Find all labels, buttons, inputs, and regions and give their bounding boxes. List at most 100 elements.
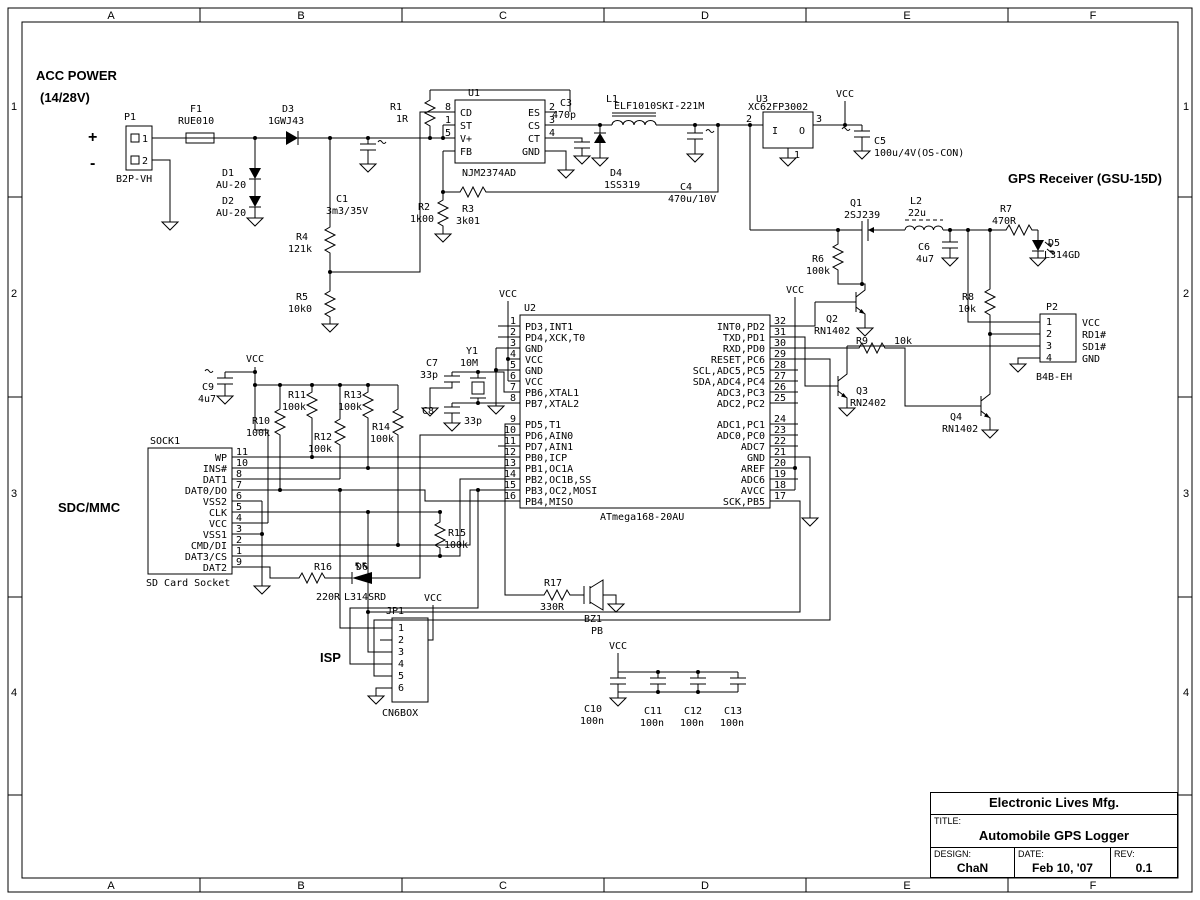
pin-number: 5 [398, 671, 404, 682]
pin-name: DAT2 [203, 563, 227, 574]
ground-icon [557, 169, 575, 179]
r5-resistor [324, 286, 336, 322]
pin-name: PD7,AIN1 [525, 442, 573, 453]
label: L314SRD [344, 592, 386, 603]
ground-icon [246, 217, 264, 227]
pin-name: PD5,T1 [525, 420, 561, 431]
pin-name: VSS1 [203, 530, 227, 541]
ref-r7: R7 [1000, 204, 1012, 215]
label: 100k [282, 402, 306, 413]
pin-number: 5 [236, 502, 242, 513]
ground-icon [573, 155, 591, 165]
frame-ticks [8, 8, 1192, 892]
label: 100n [580, 716, 604, 727]
label: RUE010 [178, 116, 214, 127]
date-value: Feb 10, '07 [1032, 861, 1093, 875]
date-cell: DATE: Feb 10, '07 [1015, 848, 1111, 877]
gps-receiver-label: GPS Receiver (GSU-15D) [1008, 171, 1162, 186]
title-bottom-row: DESIGN: ChaN DATE: Feb 10, '07 REV: 0.1 [931, 848, 1177, 877]
ref-c4: C4 [680, 182, 692, 193]
grid-letter: A [107, 880, 115, 892]
pin-number: 9 [510, 414, 516, 425]
acc-power-label: ACC POWER [36, 68, 118, 83]
designer-name: ChaN [956, 861, 989, 875]
y1-crystal-body [471, 381, 485, 395]
pin-name: RXD,PD0 [723, 344, 765, 355]
grid-letter: F [1090, 10, 1097, 22]
label: 470R [992, 216, 1017, 227]
pin-name: ADC0,PC0 [717, 431, 765, 442]
pin-number: 4 [549, 128, 555, 139]
r1-resistor [424, 95, 436, 131]
pin-number: 10 [504, 425, 516, 436]
pin-name: VSS2 [203, 497, 227, 508]
pin-number: 3 [1046, 341, 1052, 352]
ground-icon [367, 695, 385, 705]
design-cell: DESIGN: ChaN [931, 848, 1015, 877]
label: 100k [444, 540, 468, 551]
pin-number: 2 [1046, 329, 1052, 340]
pin-name: PD3,INT1 [525, 322, 573, 333]
d5-led [1032, 240, 1044, 251]
ref-bz1: BZ1 [584, 614, 602, 625]
pin-number: 2 [510, 327, 516, 338]
label: 33p [420, 370, 438, 381]
pin-name: PB7,XTAL2 [525, 399, 579, 410]
pin-name: ST [460, 121, 472, 132]
label: 100k [246, 428, 270, 439]
label: 100k [806, 266, 830, 277]
d2-diode [249, 196, 261, 207]
pin-number: 7 [236, 480, 242, 491]
grid-number: 3 [11, 488, 17, 500]
ref-r6: R6 [812, 254, 824, 265]
label: 220R [316, 592, 341, 603]
pin-number: 7 [510, 382, 516, 393]
r13-resistor [362, 387, 374, 423]
ref-q3: Q3 [856, 386, 868, 397]
acc-voltage-label: (14/28V) [40, 90, 90, 105]
grid-number: 2 [1183, 288, 1189, 300]
drawing-title: Automobile GPS Logger [978, 828, 1130, 843]
ref-c9: C9 [202, 382, 214, 393]
junction-dots [253, 123, 992, 694]
pin-number: 10 [236, 458, 248, 469]
pin-name: CMD/DI [191, 541, 227, 552]
pin-name: VCC [209, 519, 227, 530]
pin-number: 13 [504, 458, 516, 469]
pin-number: 2 [236, 535, 242, 546]
label: 4u7 [916, 254, 934, 265]
label: SD Card Socket [146, 578, 230, 589]
pin-name: INT0,PD2 [717, 322, 765, 333]
pin-number: 25 [774, 393, 786, 404]
ref-d6: D6 [356, 562, 368, 573]
pin-name: CS [528, 121, 540, 132]
ref-c7: C7 [426, 358, 438, 369]
pin-name: FB [460, 147, 472, 158]
pin-number: 4 [398, 659, 404, 670]
ground-icon [686, 153, 704, 163]
label: NJM2374AD [462, 168, 516, 179]
pin-name: PB0,ICP [525, 453, 567, 464]
ref-r15: R15 [448, 528, 466, 539]
ground-icon [591, 157, 609, 167]
pin-number: 11 [236, 447, 248, 458]
label: RN2402 [850, 398, 886, 409]
bz1-buzzer [583, 579, 604, 611]
ref-d4: D4 [610, 168, 622, 179]
r6-resistor [832, 239, 844, 275]
label: 3k01 [456, 216, 480, 227]
label: 10k [958, 304, 976, 315]
pin-number: 5 [510, 360, 516, 371]
ref-r16: R16 [314, 562, 332, 573]
pin-number: 1 [398, 623, 404, 634]
ref-c10: C10 [584, 704, 602, 715]
pin-number: 4 [1046, 353, 1052, 364]
pin-number: 1 [510, 316, 516, 327]
company-name: Electronic Lives Mfg. [931, 793, 1177, 815]
ref-q1: Q1 [850, 198, 862, 209]
ref-q2: Q2 [826, 314, 838, 325]
pin-number: 22 [774, 436, 786, 447]
inner-border [21, 21, 1179, 879]
ref-jp1: JP1 [386, 606, 404, 617]
